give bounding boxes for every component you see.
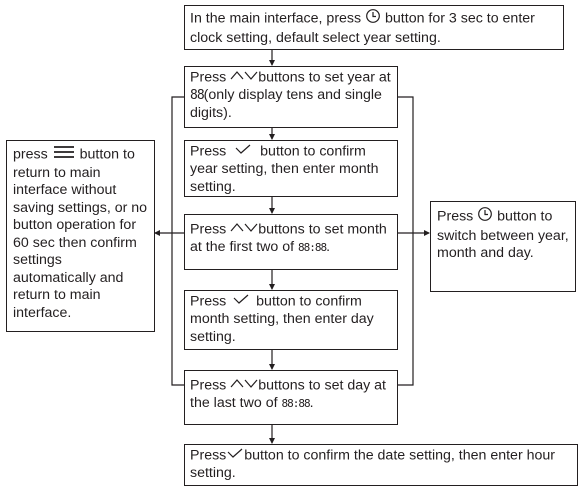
segment-digits: 88 (190, 88, 205, 103)
step-text-a: Press (190, 377, 227, 394)
step-confirm-month: Press button to confirm month setting, t… (184, 290, 398, 350)
step-text-b: button to confirm year setting, then ent… (190, 143, 379, 195)
step-text-c: . (309, 395, 314, 411)
step-confirm-year: Press button to confirm year setting, th… (184, 140, 398, 197)
step-set-year: Press buttons to set year at 88(only dis… (184, 66, 398, 128)
menu-icon (52, 145, 76, 165)
step-text-b: button to confirm the date setting, then… (190, 447, 556, 482)
step-set-day: Press buttons to set day at the last two… (184, 370, 398, 425)
note-exit-without-saving: press button to return to main interface… (6, 140, 155, 332)
step-text-a: Press (190, 221, 227, 238)
step-text-a: Press (190, 143, 227, 160)
segment-digits: 88:88 (281, 397, 311, 410)
up-down-arrows-icon (230, 221, 258, 239)
step-text-c: . (326, 239, 331, 255)
step-text-a: Press (190, 69, 227, 86)
step-text-b: button to confirm month setting, then en… (190, 293, 374, 345)
step-enter-clock-setting: In the main interface, press button for … (184, 5, 564, 50)
step-confirm-date: Press button to confirm the date setting… (184, 444, 578, 486)
note-switch-fields: Press button to switch between year, mon… (430, 201, 576, 292)
up-down-arrows-icon (230, 377, 258, 395)
checkmark-icon (226, 447, 244, 465)
up-down-arrows-icon (230, 69, 258, 87)
step-text-a: Press (190, 293, 227, 310)
note-text-b: button to switch between year, month and… (437, 208, 569, 262)
step-text-a: Press (190, 447, 227, 464)
step-text-b: button for 3 sec to enter clock setting,… (190, 10, 535, 46)
note-text-a: Press (437, 208, 474, 225)
step-text-c: (only display tens and single digits). (190, 87, 382, 121)
clock-icon (477, 206, 493, 228)
checkmark-icon (230, 143, 256, 161)
checkmark-icon (230, 293, 252, 311)
step-text-b: buttons to set month at the first two of (190, 221, 387, 256)
step-text-a: In the main interface, press (190, 10, 362, 27)
clock-icon (365, 8, 381, 30)
note-text-a: press (13, 146, 48, 163)
note-text-b: button to return to main interface witho… (13, 146, 148, 321)
step-text-b: buttons to set day at the last two of (190, 377, 386, 412)
step-text-b: buttons to set year at (258, 69, 391, 86)
step-set-month: Press buttons to set month at the first … (184, 214, 398, 270)
segment-digits: 88:88 (298, 241, 327, 254)
